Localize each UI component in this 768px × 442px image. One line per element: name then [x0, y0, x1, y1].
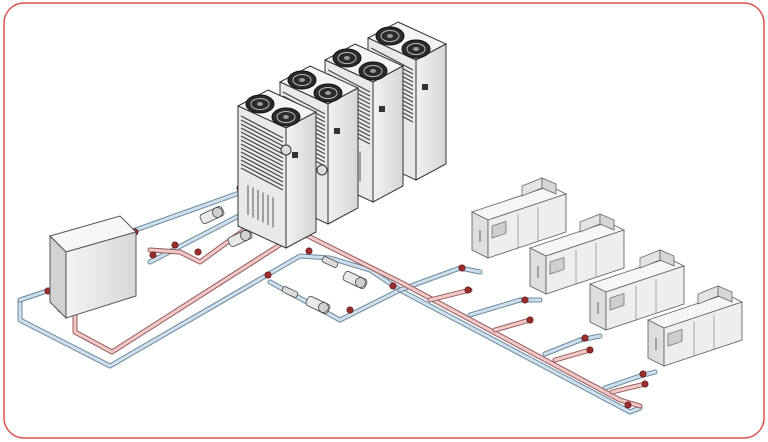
pumps: [199, 205, 368, 315]
valve-icon: [641, 380, 649, 388]
valve-icon: [639, 370, 647, 378]
valve-icon: [149, 251, 157, 259]
valve-icon: [581, 334, 589, 342]
diagram-frame: [3, 2, 765, 439]
valve-icon: [305, 247, 313, 255]
filter-icon: [281, 286, 299, 298]
valve-icon: [624, 401, 632, 409]
pump-icon: [342, 270, 368, 290]
valve-icon: [464, 286, 472, 294]
valve-icon: [526, 316, 534, 324]
valve-icon: [458, 264, 466, 272]
pump-icon: [199, 205, 225, 225]
indoor-unit: [528, 213, 626, 295]
chiller-outlet-icon: [316, 164, 328, 176]
buffer-tank: [49, 215, 137, 320]
valve-icon: [521, 296, 529, 304]
chiller-outlet-icon: [280, 144, 292, 156]
valve-icon: [346, 306, 354, 314]
valve-icon: [171, 241, 179, 249]
chiller-module: [236, 89, 318, 249]
valve-icon: [194, 248, 202, 256]
pump-icon: [305, 295, 331, 315]
filter-icon: [321, 256, 339, 268]
chiller-bank: [236, 21, 448, 249]
valve-icon: [389, 282, 397, 290]
indoor-unit: [470, 177, 568, 259]
valve-icon: [264, 271, 272, 279]
indoor-units: [470, 177, 744, 367]
valve-icon: [586, 346, 594, 354]
pump-icon: [227, 228, 253, 248]
indoor-unit: [588, 249, 686, 331]
indoor-unit: [646, 285, 744, 367]
